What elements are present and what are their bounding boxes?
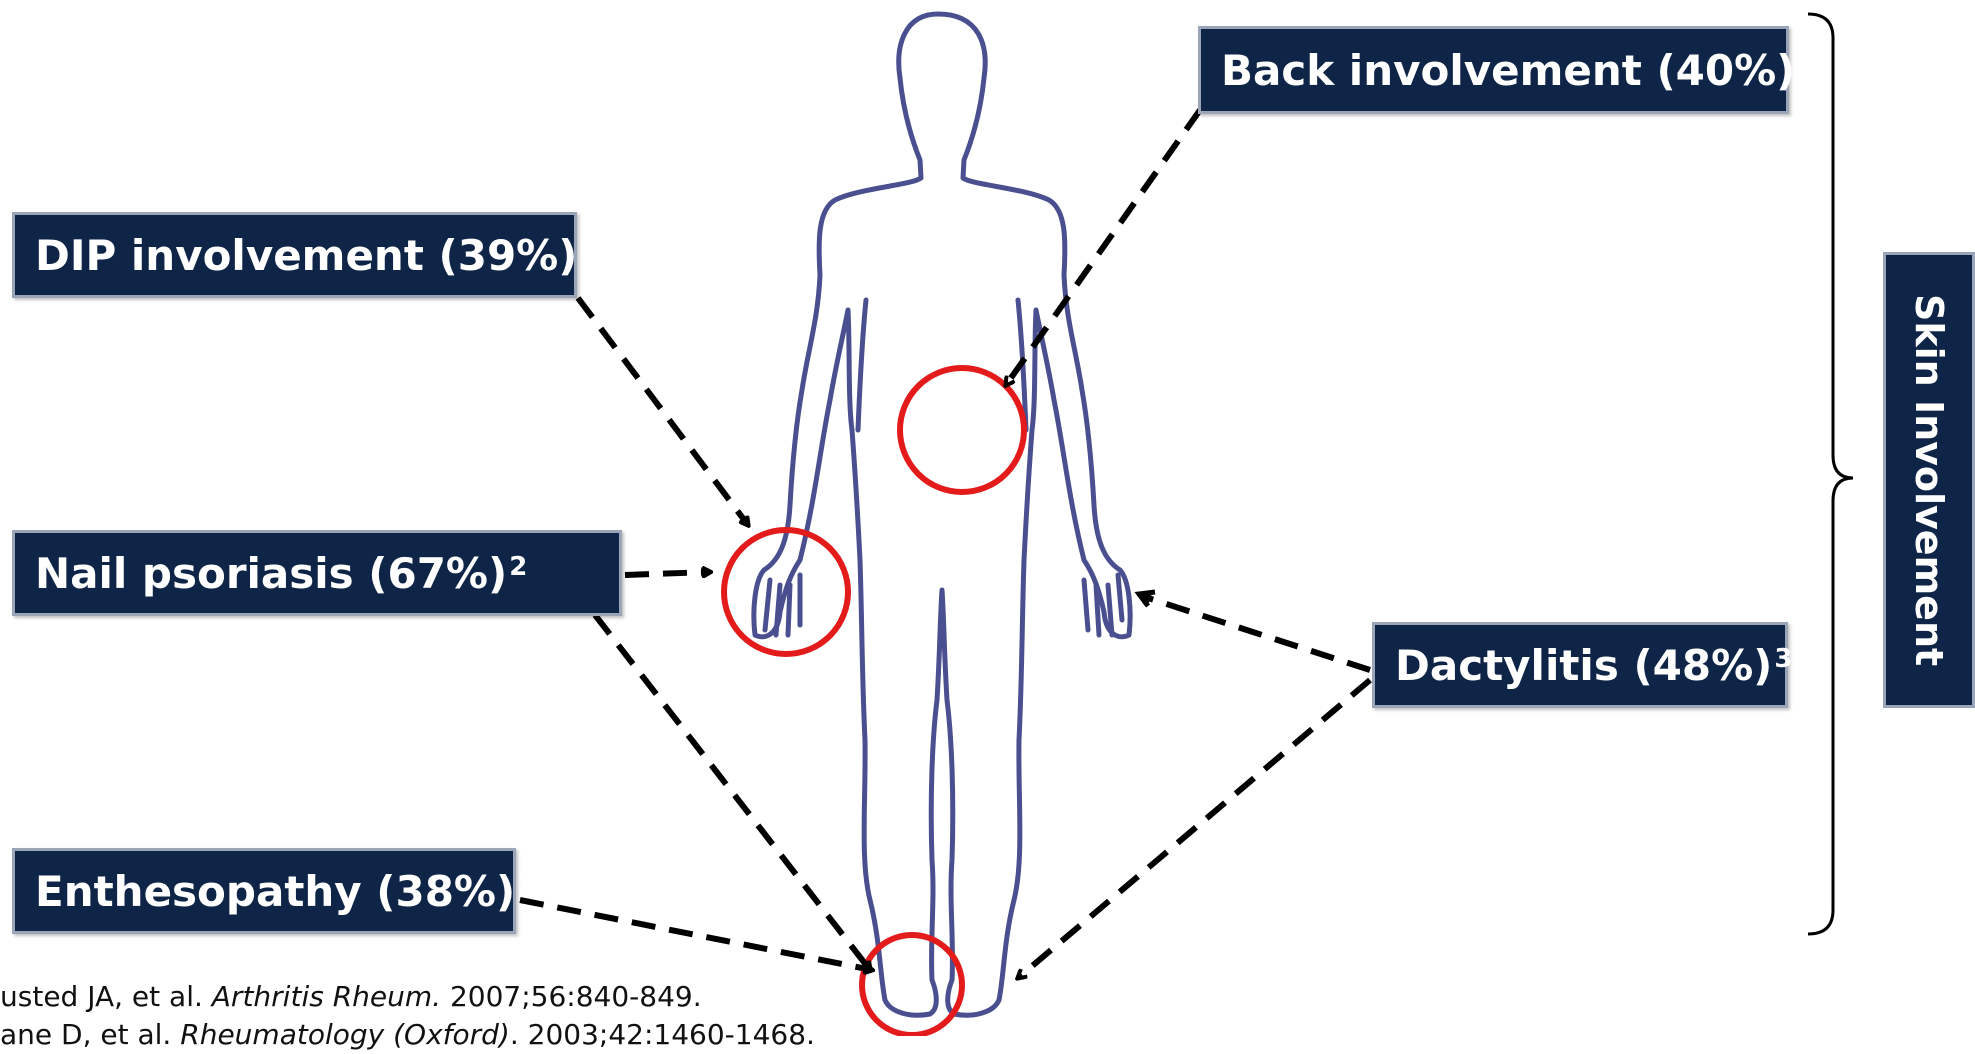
arrows xyxy=(520,110,1370,978)
back-involvement-label: Back involvement (40%)1 xyxy=(1198,26,1789,114)
arrow-nail xyxy=(625,572,710,575)
arrow-nail-to-foot xyxy=(595,615,870,970)
arrow-dactylitis-foot xyxy=(1018,680,1370,978)
dip-involvement-ref: 2 xyxy=(579,234,597,264)
nail-psoriasis-label: Nail psoriasis (67%)2 xyxy=(12,530,622,616)
arrow-enthesopathy xyxy=(520,900,872,970)
nail-psoriasis-ref: 2 xyxy=(509,552,527,582)
arrow-dip xyxy=(578,298,748,525)
enthesopathy-text: Enthesopathy (38%) xyxy=(35,867,515,916)
dactylitis-text: Dactylitis (48%) xyxy=(1395,641,1772,690)
arrow-back xyxy=(1006,110,1200,385)
skin-involvement-label: Skin Involvement xyxy=(1883,252,1975,708)
dactylitis-label: Dactylitis (48%)3 xyxy=(1372,622,1788,708)
body-silhouette xyxy=(754,14,1130,1015)
enthesopathy-ref: 2 xyxy=(517,870,535,900)
skin-involvement-text: Skin Involvement xyxy=(1907,294,1951,666)
arrow-dactylitis-hand xyxy=(1142,596,1370,670)
dip-involvement-label: DIP involvement (39%)2 xyxy=(12,212,577,298)
back-involvement-text: Back involvement (40%) xyxy=(1221,46,1795,95)
references: usted JA, et al. Arthritis Rheum. 2007;5… xyxy=(0,978,900,1054)
back-involvement-ref: 1 xyxy=(1797,49,1815,79)
dip-involvement-text: DIP involvement (39%) xyxy=(35,231,577,280)
enthesopathy-label: Enthesopathy (38%)2 xyxy=(12,848,516,934)
nail-psoriasis-text: Nail psoriasis (67%) xyxy=(35,549,507,598)
back-circle xyxy=(900,368,1024,492)
inner-arm-line-left xyxy=(858,300,866,430)
skin-bracket xyxy=(1808,14,1853,934)
reference-2: ane D, et al. Rheumatology (Oxford). 200… xyxy=(0,1016,900,1054)
dactylitis-ref: 3 xyxy=(1774,644,1792,674)
reference-1: usted JA, et al. Arthritis Rheum. 2007;5… xyxy=(0,978,900,1016)
human-body-outline xyxy=(754,14,1130,1015)
highlight-circles xyxy=(724,368,1024,1035)
